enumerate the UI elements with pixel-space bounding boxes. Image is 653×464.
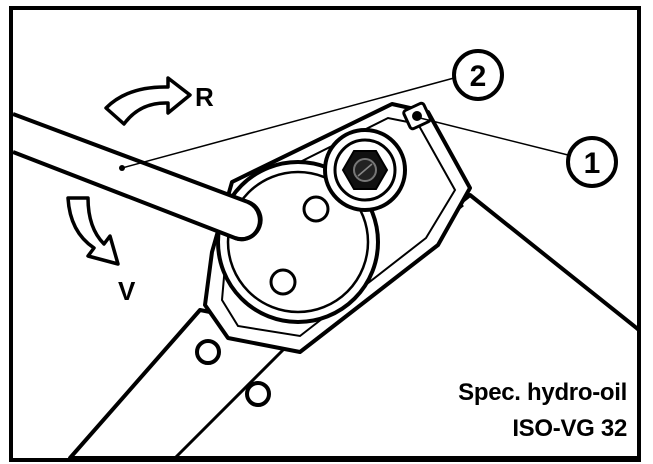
- callout-circle-1: [566, 136, 618, 188]
- arm-hole-2: [245, 381, 271, 407]
- flange-hole-top: [302, 195, 330, 223]
- arm-hole-1: [195, 339, 221, 365]
- hex-plug-hatch: [357, 163, 373, 177]
- leader-line-2: [121, 77, 455, 169]
- spec-line-1: Spec. hydro-oil: [458, 379, 627, 406]
- callout-circle-2: [452, 49, 504, 101]
- callout-label-1: 1: [584, 147, 601, 180]
- rotation-arrow-v: [66, 196, 120, 266]
- flange-hole-bottom: [269, 268, 297, 296]
- leader-dot-2: [119, 165, 125, 171]
- spec-line-2: ISO-VG 32: [512, 415, 627, 442]
- callout-label-2: 2: [470, 60, 487, 93]
- small-screw-head: [412, 111, 422, 121]
- rotation-label-r: R: [195, 82, 214, 112]
- lever-bar-tip: [234, 200, 262, 242]
- housing-arm: [68, 193, 641, 460]
- leader-line-1: [419, 117, 573, 157]
- round-flange-inner: [226, 170, 370, 314]
- rotation-arrow-r: [104, 76, 192, 126]
- rotation-label-v: V: [118, 276, 136, 306]
